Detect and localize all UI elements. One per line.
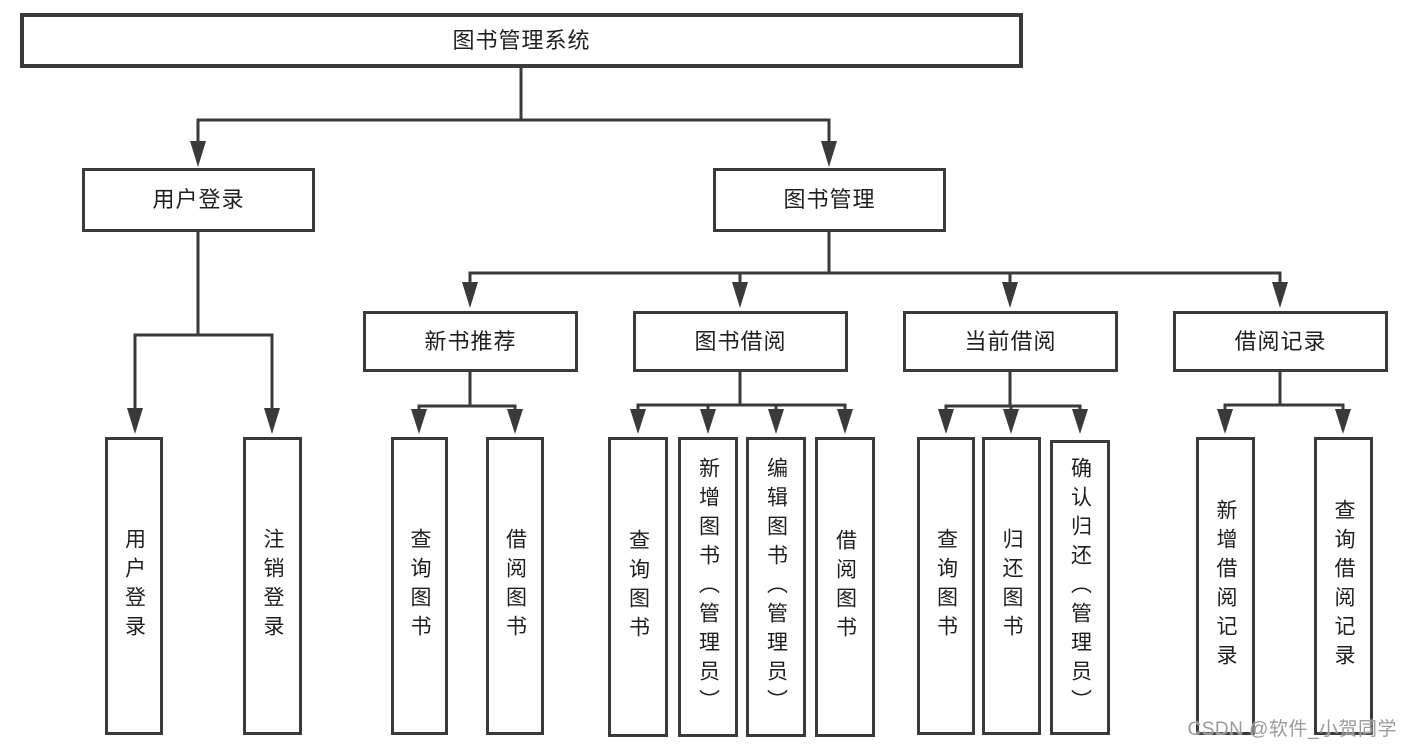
- node-current-borrow-label: 当前借阅: [964, 328, 1057, 354]
- leaf-query-books-1-label: 查询图书: [408, 528, 431, 644]
- arrowhead-current-borrow: [1002, 282, 1018, 308]
- leaf-query-borrow-record-label: 查询借阅记录: [1332, 499, 1355, 673]
- leaf-add-borrow-record: 新增借阅记录: [1196, 437, 1255, 735]
- arrowhead-add-book: [700, 409, 716, 434]
- leaf-edit-book-admin: 编辑图书（管理员）: [746, 437, 806, 737]
- leaf-query-books-3: 查询图书: [917, 437, 975, 735]
- arrowhead-query-books-2: [630, 409, 646, 434]
- watermark: CSDN @软件_小贺同学: [1187, 719, 1397, 740]
- leaf-return-books-label: 归还图书: [1000, 528, 1023, 644]
- leaf-query-books-1: 查询图书: [391, 437, 448, 735]
- leaf-add-borrow-record-label: 新增借阅记录: [1214, 499, 1237, 673]
- leaf-query-books-3-label: 查询图书: [934, 528, 958, 644]
- node-current-borrow: 当前借阅: [903, 311, 1118, 372]
- node-user-login-label: 用户登录: [152, 187, 245, 212]
- arrowhead-query-borrow-record: [1335, 409, 1351, 434]
- arrowhead-borrow-books-1: [507, 409, 523, 434]
- arrowhead-user-login: [190, 141, 206, 167]
- leaf-query-books-2: 查询图书: [608, 437, 668, 737]
- arrowhead-borrow-books-2: [837, 409, 853, 434]
- connector-new-book-children: [417, 372, 517, 412]
- leaf-logout-label: 注销登录: [261, 528, 284, 644]
- leaf-borrow-books-2: 借阅图书: [815, 437, 875, 737]
- arrowhead-borrow-records: [1272, 282, 1288, 308]
- arrowhead-return-books: [1003, 409, 1019, 434]
- node-book-borrow-label: 图书借阅: [694, 328, 787, 354]
- leaf-user-login: 用户登录: [105, 437, 163, 735]
- leaf-query-books-2-label: 查询图书: [626, 529, 650, 645]
- leaf-confirm-return-admin-label: 确认归还（管理员）: [1068, 457, 1092, 718]
- arrowhead-book-borrow: [732, 282, 748, 308]
- node-user-login: 用户登录: [82, 168, 315, 232]
- arrowhead-query-books-1: [411, 409, 427, 434]
- node-book-management-label: 图书管理: [783, 187, 876, 212]
- leaf-confirm-return-admin: 确认归还（管理员）: [1050, 440, 1110, 735]
- arrowhead-add-borrow-record: [1217, 409, 1233, 434]
- node-new-book-recommend-label: 新书推荐: [424, 328, 517, 354]
- connector-user-login-children: [133, 232, 274, 410]
- leaf-query-borrow-record: 查询借阅记录: [1314, 437, 1373, 735]
- leaf-logout: 注销登录: [243, 437, 302, 735]
- arrowhead-leaf-logout: [264, 408, 280, 434]
- connector-book-mgmt-children: [468, 232, 1282, 284]
- leaf-add-book-admin: 新增图书（管理员）: [678, 437, 738, 737]
- leaf-user-login-label: 用户登录: [122, 528, 146, 644]
- node-borrow-records: 借阅记录: [1173, 311, 1388, 372]
- arrowhead-query-books-3: [938, 409, 954, 434]
- connector-book-borrow-children: [636, 372, 847, 412]
- connector-root-to-level2: [196, 68, 831, 143]
- node-root-label: 图书管理系统: [452, 27, 591, 53]
- leaf-borrow-books-1-label: 借阅图书: [503, 528, 527, 644]
- connector-current-borrow-children: [944, 372, 1082, 412]
- arrowhead-book-management: [821, 141, 837, 167]
- node-root: 图书管理系统: [20, 13, 1023, 68]
- leaf-return-books: 归还图书: [982, 437, 1041, 735]
- leaf-borrow-books-2-label: 借阅图书: [833, 529, 857, 645]
- leaf-add-book-admin-label: 新增图书（管理员）: [696, 456, 720, 718]
- arrowhead-new-book-recommend: [462, 282, 478, 308]
- connector-borrow-records-children: [1223, 372, 1345, 412]
- leaf-borrow-books-1: 借阅图书: [486, 437, 544, 735]
- leaf-edit-book-admin-label: 编辑图书（管理员）: [764, 456, 788, 718]
- node-borrow-records-label: 借阅记录: [1234, 328, 1327, 354]
- node-new-book-recommend: 新书推荐: [363, 311, 578, 372]
- arrowhead-leaf-user-login: [127, 408, 143, 434]
- node-book-borrow: 图书借阅: [633, 311, 848, 372]
- node-book-management: 图书管理: [713, 168, 946, 232]
- arrowhead-confirm-return: [1072, 409, 1088, 434]
- arrowhead-edit-book: [768, 409, 784, 434]
